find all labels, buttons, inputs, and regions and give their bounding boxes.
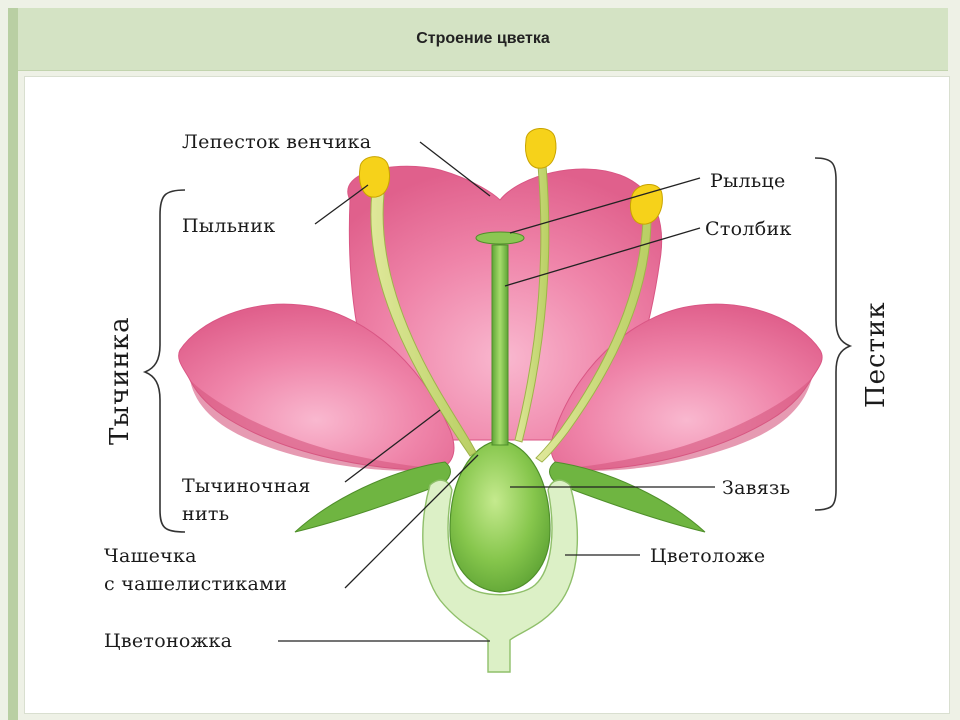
- label-style: Столбик: [705, 218, 792, 240]
- filament-center: [514, 164, 550, 443]
- petal-left-shadow: [190, 380, 440, 471]
- label-ovary: Завязь: [722, 477, 790, 499]
- filament-left: [370, 191, 477, 457]
- label-petal: Лепесток венчика: [182, 131, 371, 153]
- brace-pistil: [814, 157, 853, 511]
- anther-left: [359, 156, 390, 198]
- label-calyx-2: с чашелистиками: [104, 573, 287, 595]
- label-pistil: Пестик: [861, 301, 891, 408]
- label-stamen: Тычинка: [105, 316, 135, 445]
- leader-anther: [314, 184, 369, 225]
- anther-right: [630, 184, 663, 225]
- brace-stamen: [142, 189, 186, 533]
- leader-petal: [419, 141, 491, 197]
- label-pedicel: Цветоножка: [104, 630, 232, 652]
- left-side-bar: [8, 8, 18, 720]
- filament-right: [535, 219, 652, 463]
- leader-stigma: [509, 177, 701, 234]
- label-stigma: Рыльце: [710, 170, 786, 192]
- receptacle: [422, 479, 579, 673]
- label-receptacle: Цветоложе: [650, 545, 765, 567]
- stigma: [475, 231, 525, 245]
- petal-right-shadow: [560, 378, 812, 471]
- leader-filament: [344, 409, 441, 483]
- label-filament-2: нить: [182, 503, 229, 525]
- anther-center: [525, 128, 557, 169]
- ovary: [449, 439, 551, 593]
- sepal-left: [294, 461, 451, 533]
- header-bar: Строение цветка: [18, 8, 948, 71]
- style: [491, 244, 509, 446]
- leader-calyx: [344, 454, 479, 589]
- label-anther: Пыльник: [182, 215, 275, 237]
- sepal-right: [549, 461, 706, 533]
- page-title: Строение цветка: [416, 30, 550, 47]
- label-calyx-1: Чашечка: [104, 545, 197, 567]
- label-filament-1: Тычиночная: [182, 475, 311, 497]
- leader-style: [504, 227, 701, 287]
